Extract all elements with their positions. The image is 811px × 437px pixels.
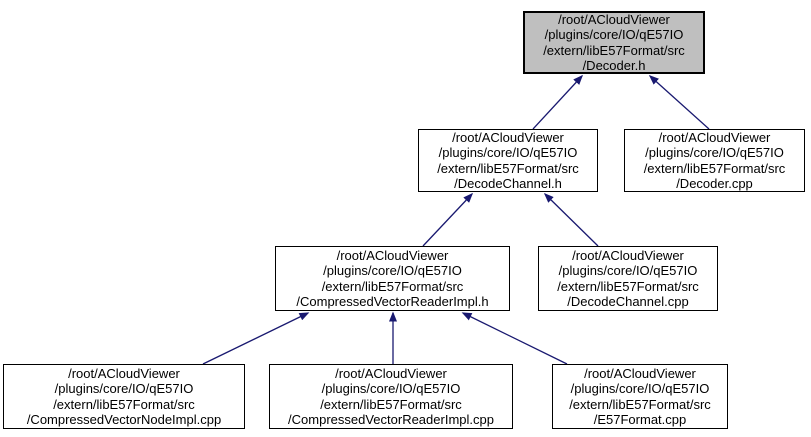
node-label-line: /CompressedVectorNodeImpl.cpp — [26, 412, 222, 427]
include-edge-compressedvectorreaderimpl-h-to-decodechannel-h — [422, 192, 474, 247]
node-label-line: /extern/libE57Format/src — [437, 160, 579, 176]
node-label-line: /extern/libE57Format/src — [543, 42, 685, 58]
node-label-line: /CompressedVectorReaderImpl.h — [296, 294, 489, 309]
node-decodechannel-h[interactable]: /root/ACloudViewer /plugins/core/IO/qE57… — [418, 129, 598, 192]
node-label-line: /root/ACloudViewer — [336, 247, 449, 263]
node-label-line: /root/ACloudViewer — [658, 129, 771, 145]
node-compressedvectornodeimpl-cpp[interactable]: /root/ACloudViewer /plugins/core/IO/qE57… — [3, 364, 245, 429]
node-label-line: /root/ACloudViewer — [335, 365, 447, 381]
edge-group — [202, 74, 710, 365]
node-decoder-cpp[interactable]: /root/ACloudViewer /plugins/core/IO/qE57… — [624, 129, 805, 192]
node-label-line: /extern/libE57Format/src — [321, 278, 464, 294]
node-decodechannel-cpp[interactable]: /root/ACloudViewer /plugins/core/IO/qE57… — [538, 246, 718, 311]
node-label-line: /CompressedVectorReaderImpl.cpp — [288, 412, 494, 427]
node-label-line: /plugins/core/IO/qE57IO — [438, 145, 578, 160]
node-label-line: /extern/libE57Format/src — [557, 278, 699, 294]
node-label-line: /plugins/core/IO/qE57IO — [321, 381, 461, 396]
node-label-line: /root/ACloudViewer — [452, 129, 564, 145]
node-label-line: /Decoder.h — [582, 58, 646, 73]
node-compressedvectorreaderimpl-h[interactable]: /root/ACloudViewer /plugins/core/IO/qE57… — [275, 246, 510, 311]
include-edge-e57format-cpp-to-compressedvectorreaderimpl-h — [461, 312, 568, 365]
node-label-line: /plugins/core/IO/qE57IO — [645, 145, 784, 160]
node-label-line: /extern/libE57Format/src — [569, 396, 711, 412]
node-label-line: /root/ACloudViewer — [558, 11, 670, 27]
node-label-line: /root/ACloudViewer — [572, 247, 684, 263]
include-edge-compressedvectornodeimpl-cpp-to-compressedvectorreaderimpl-h — [202, 312, 310, 365]
node-label-line: /extern/libE57Format/src — [53, 396, 195, 412]
node-compressedvectorreaderimpl-cpp[interactable]: /root/ACloudViewer /plugins/core/IO/qE57… — [269, 364, 513, 429]
node-label-line: /DecodeChannel.h — [454, 176, 562, 191]
node-label-line: /DecodeChannel.cpp — [567, 294, 689, 309]
include-edge-decodechannel-h-to-decoder-h — [532, 74, 584, 130]
node-label-line: /extern/libE57Format/src — [643, 160, 786, 176]
node-label-line: /extern/libE57Format/src — [320, 396, 462, 412]
node-label-line: /E57Format.cpp — [593, 412, 687, 427]
node-e57format-cpp[interactable]: /root/ACloudViewer /plugins/core/IO/qE57… — [552, 364, 728, 429]
node-label-line: /plugins/core/IO/qE57IO — [544, 27, 684, 42]
node-label-line: /plugins/core/IO/qE57IO — [323, 263, 462, 278]
node-decoder-h: /root/ACloudViewer /plugins/core/IO/qE57… — [523, 11, 705, 74]
include-edge-decoder-cpp-to-decoder-h — [648, 74, 710, 130]
node-label-line: /root/ACloudViewer — [584, 365, 696, 381]
node-label-line: /plugins/core/IO/qE57IO — [54, 381, 194, 396]
node-label-line: /plugins/core/IO/qE57IO — [558, 263, 698, 278]
node-label-line: /root/ACloudViewer — [68, 365, 180, 381]
node-label-line: /plugins/core/IO/qE57IO — [570, 381, 710, 396]
include-edge-decodechannel-cpp-to-decodechannel-h — [543, 192, 599, 247]
node-label-line: /Decoder.cpp — [676, 176, 753, 191]
